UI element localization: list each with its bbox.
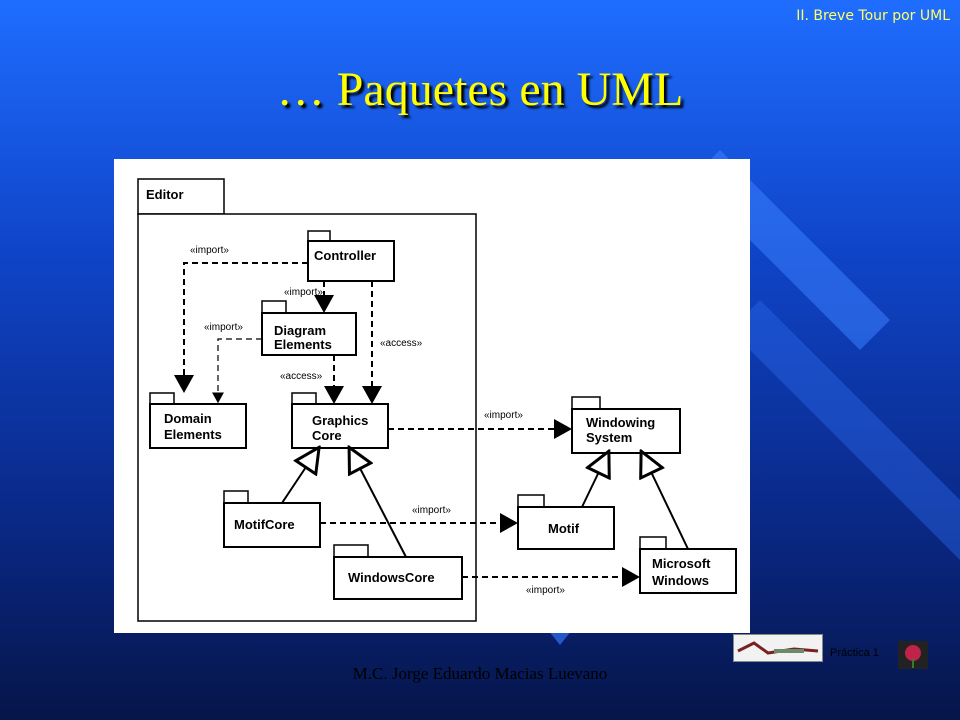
diagram-svg: Editor Controller Diagram Elements Domai… (137, 178, 737, 622)
dependency-arrows (174, 262, 640, 587)
footer-practice: Práctica 1 (830, 647, 879, 659)
import-label-d: «import» (484, 410, 523, 421)
slide-title: … Paquetes en UML (276, 63, 684, 116)
import-label-e: «import» (412, 505, 451, 516)
windowing-system-package: Windowing System (571, 396, 681, 454)
import-label-a: «import» (190, 245, 229, 256)
editor-label: Editor (146, 187, 184, 202)
graphics-core-label-1: Graphics (312, 413, 368, 428)
package-diagram: Editor Controller Diagram Elements Domai… (114, 159, 750, 633)
generalization-arrows (281, 449, 689, 558)
windowing-label-1: Windowing (586, 415, 655, 430)
motifcore-label: MotifCore (234, 517, 295, 532)
footer-logo-left (733, 634, 823, 662)
rose-icon (898, 641, 928, 669)
motif-package: Motif (517, 494, 615, 550)
motif-label: Motif (548, 521, 580, 536)
microsoft-windows-package: Microsoft Windows (639, 536, 737, 594)
diagram-elements-package: Diagram Elements (261, 300, 357, 356)
controller-package: Controller (307, 230, 395, 282)
import-label-f: «import» (526, 585, 565, 596)
access-label-a: «access» (380, 338, 423, 349)
mswindows-label-2: Windows (652, 573, 709, 588)
controller-label: Controller (314, 248, 376, 263)
graphics-core-package: Graphics Core (291, 392, 389, 449)
footer-author: M.C. Jorge Eduardo Macias Luevano (352, 664, 608, 683)
motifcore-package: MotifCore (223, 490, 321, 548)
import-label-c: «import» (204, 322, 243, 333)
import-label-b: «import» (284, 287, 323, 298)
access-label-b: «access» (280, 371, 323, 382)
mswindows-label-1: Microsoft (652, 556, 711, 571)
diagram-elements-label-1: Diagram (274, 323, 326, 338)
domain-elements-label-1: Domain (164, 411, 212, 426)
windowscore-label: WindowsCore (348, 570, 435, 585)
windowscore-package: WindowsCore (333, 544, 463, 600)
windowing-label-2: System (586, 430, 632, 445)
section-label: II. Breve Tour por UML (796, 8, 950, 24)
domain-elements-label-2: Elements (164, 427, 222, 442)
diagram-elements-label-2: Elements (274, 337, 332, 352)
stereotype-labels: «import» «import» «import» «access» «acc… (190, 245, 565, 596)
domain-elements-package: Domain Elements (149, 392, 247, 449)
graphics-core-label-2: Core (312, 428, 342, 443)
